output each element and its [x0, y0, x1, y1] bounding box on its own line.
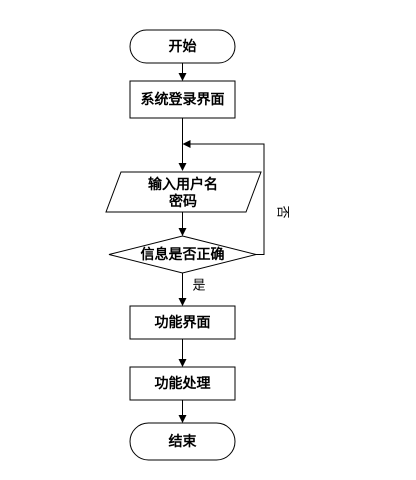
- function-page-label: 功能界面: [155, 314, 211, 331]
- login-page-box: 系统登录界面: [129, 80, 236, 119]
- start-label: 开始: [169, 38, 197, 55]
- function-process-box: 功能处理: [129, 366, 236, 401]
- yes-label: 是: [192, 279, 205, 294]
- check-decision: 信息是否正确: [108, 235, 257, 274]
- input-label-line2: 密码: [168, 193, 197, 210]
- end-label: 结束: [169, 433, 198, 450]
- no-label: 否: [275, 205, 290, 218]
- function-process-label: 功能处理: [155, 375, 211, 392]
- start-terminal: 开始: [129, 29, 236, 64]
- end-terminal: 结束: [129, 422, 236, 461]
- arrow-no-loop-back: [182, 140, 265, 255]
- function-page-box: 功能界面: [129, 305, 236, 340]
- input-credentials-box: 输入用户名 密码: [105, 171, 262, 213]
- input-label-line1: 输入用户名: [148, 176, 218, 193]
- check-label: 信息是否正确: [141, 246, 225, 263]
- login-page-label: 系统登录界面: [141, 91, 225, 108]
